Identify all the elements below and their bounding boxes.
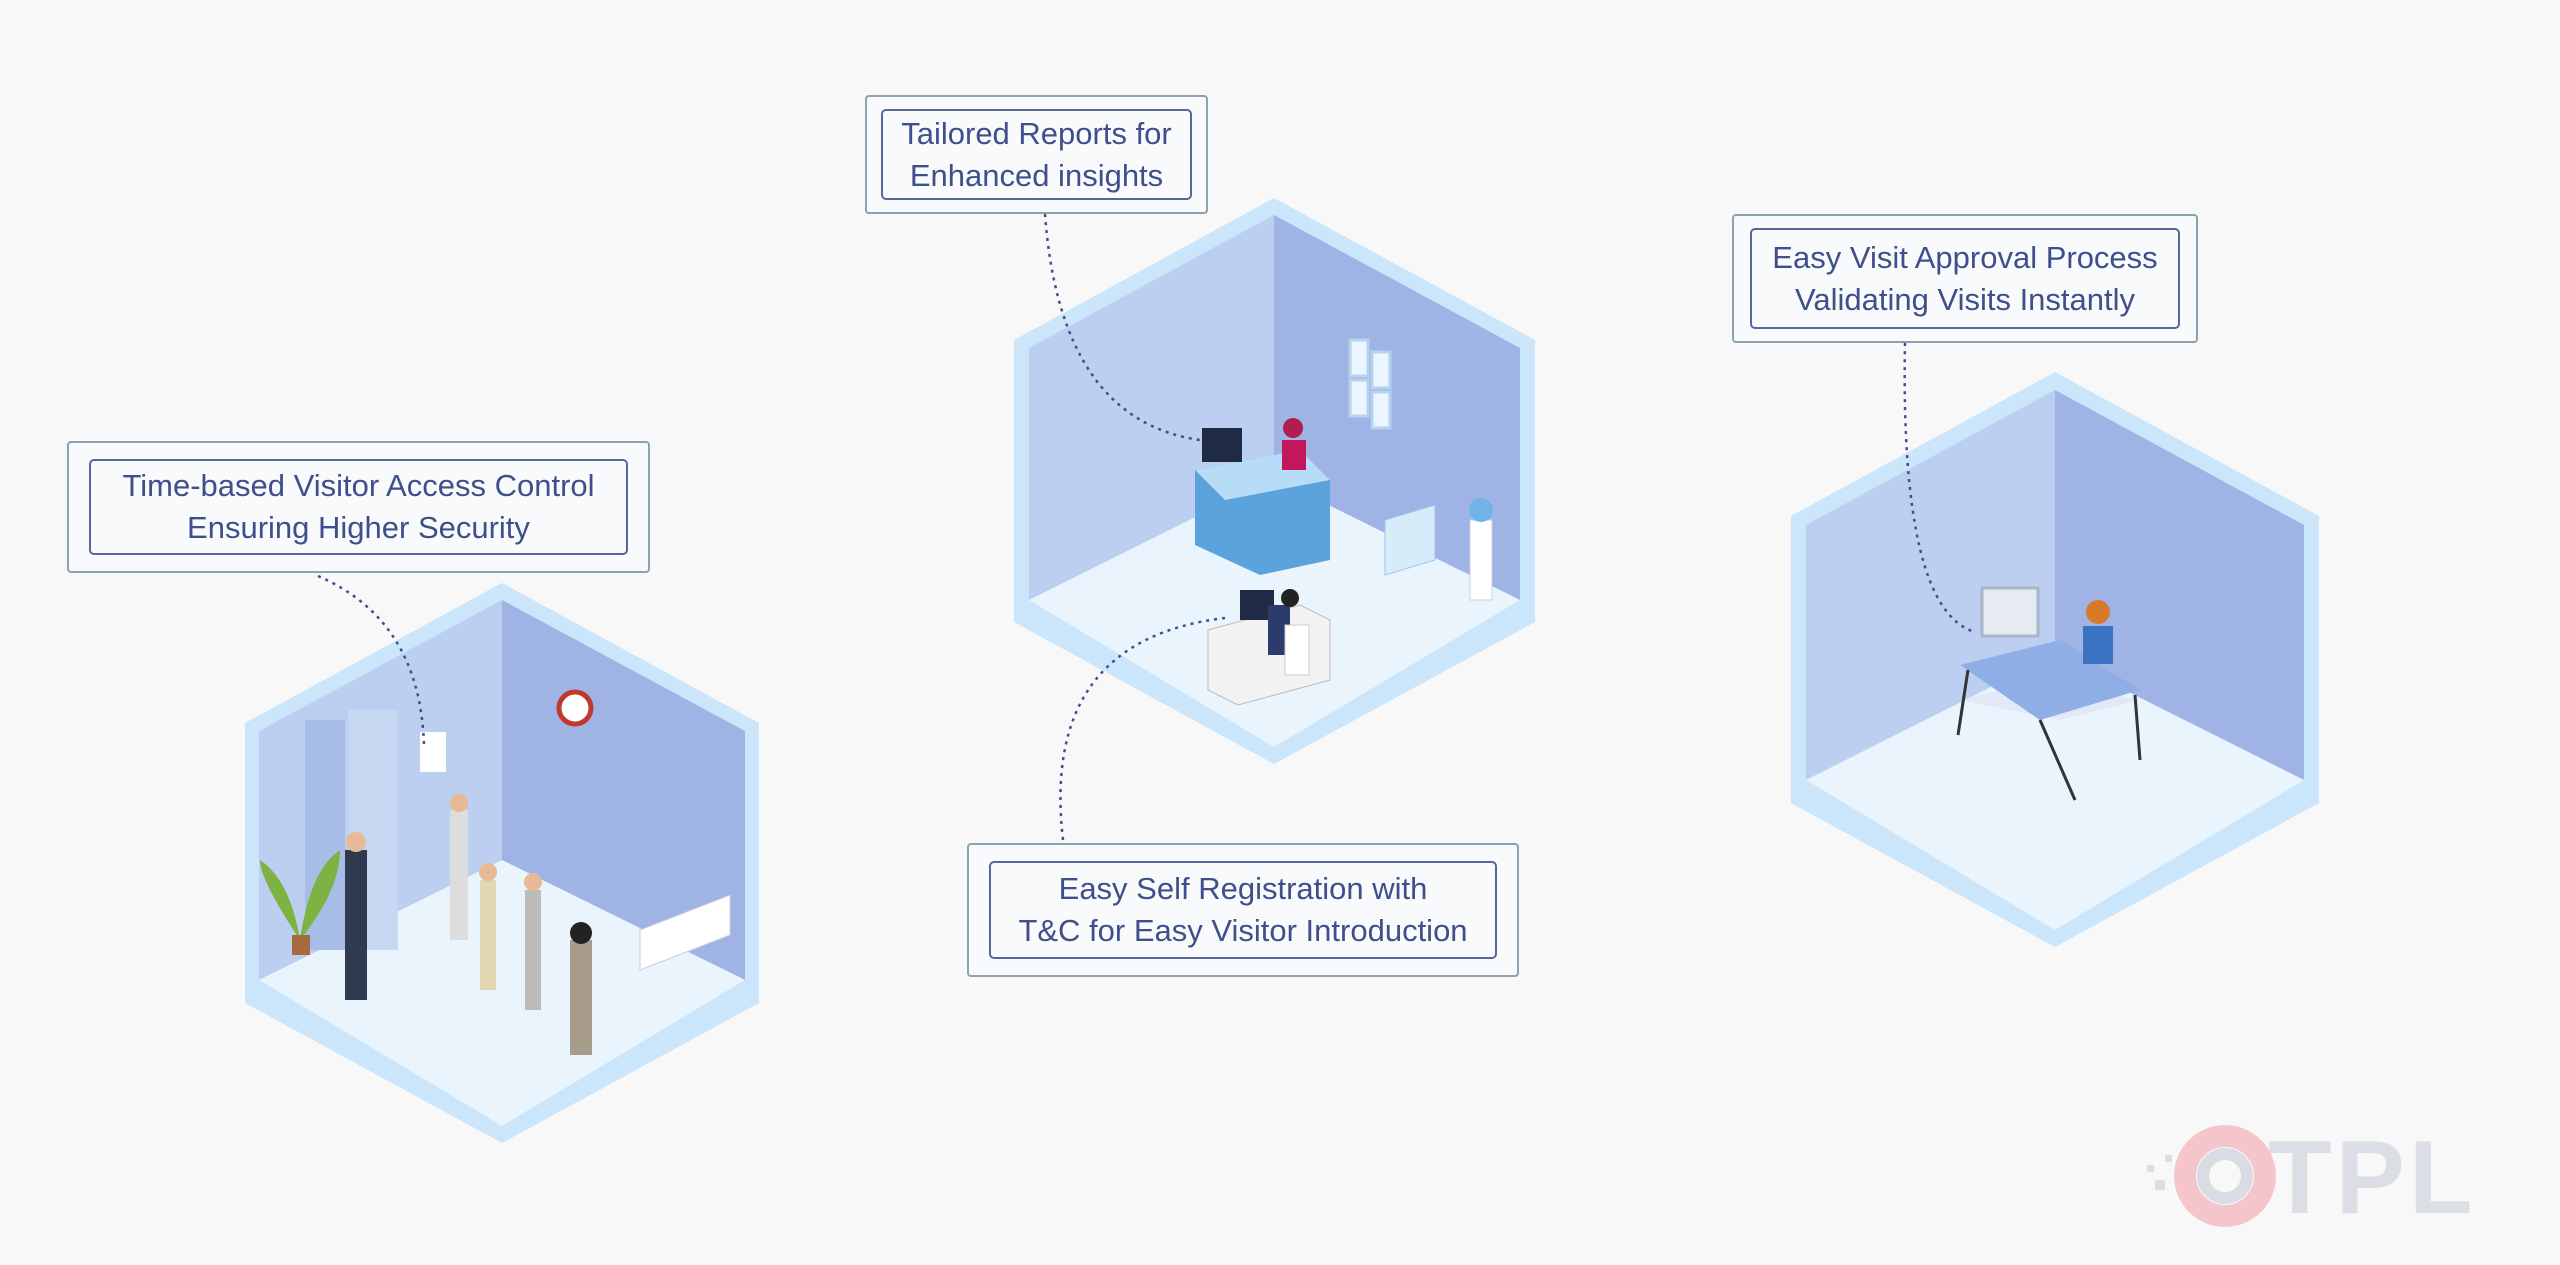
logo-text: TPL [2268, 1120, 2477, 1236]
callout-line: Easy Self Registration with [1058, 871, 1428, 906]
poster [420, 732, 446, 772]
room-office [1014, 198, 1535, 764]
plant-icon [260, 850, 340, 940]
room-lobby [245, 583, 759, 1143]
callout-line: T&C for Easy Visitor Introduction [1018, 913, 1468, 948]
windows [1348, 338, 1392, 430]
monitor [1980, 586, 2040, 638]
wall-clock-icon [556, 689, 594, 727]
callout-line: Tailored Reports for [901, 115, 1172, 151]
callout-line: Ensuring Higher Security [187, 510, 530, 545]
room-reception [1791, 372, 2319, 947]
water-cooler [1469, 519, 1493, 601]
desk [1960, 640, 2140, 720]
callout-access-control: Time-based Visitor Access Control Ensuri… [67, 441, 650, 573]
monitor [1202, 428, 1242, 462]
leader-lines [317, 213, 1976, 841]
callout-line: Enhanced insights [909, 157, 1164, 193]
people [345, 794, 592, 1055]
callout-registration: Easy Self Registration with T&C for Easy… [967, 843, 1519, 977]
callout-line: Validating Visits Instantly [1794, 281, 2136, 317]
callout-approval: Easy Visit Approval Process Validating V… [1732, 214, 2198, 343]
callout-line: Time-based Visitor Access Control [122, 468, 595, 503]
logo-mark [2147, 1125, 2276, 1227]
sofa [639, 894, 731, 971]
callout-reports: Tailored Reports for Enhanced insights [865, 95, 1208, 214]
callout-line: Easy Visit Approval Process [1772, 239, 2158, 275]
